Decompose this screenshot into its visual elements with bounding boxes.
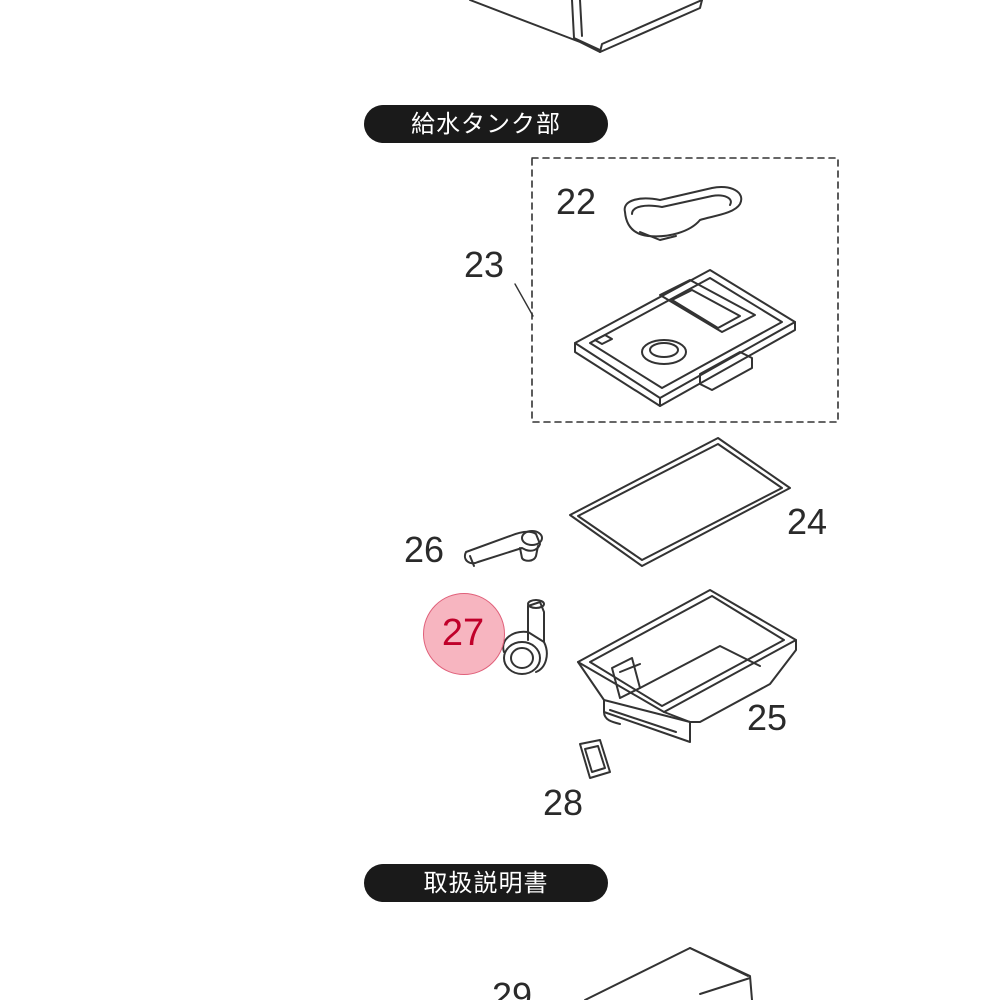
part-number-25[interactable]: 25: [747, 697, 788, 738]
part-number-27[interactable]: 27: [441, 612, 485, 654]
part-23-drawing: [574, 269, 796, 407]
part-number-29[interactable]: 29: [492, 975, 533, 1000]
cabinet-bottom-drawing: [469, 0, 703, 53]
part-24-drawing: [569, 437, 791, 567]
part-28-drawing: [579, 739, 611, 779]
part-number-22[interactable]: 22: [556, 181, 597, 222]
part-25-drawing: [577, 589, 797, 743]
section-label-manual: 取扱説明書: [364, 864, 608, 902]
part-27-drawing: [502, 599, 548, 675]
part-22-drawing: [623, 186, 743, 241]
part-29-drawing: [584, 947, 753, 1000]
part-number-28[interactable]: 28: [543, 782, 584, 823]
part-26-drawing: [464, 530, 543, 567]
part-number-26[interactable]: 26: [404, 529, 445, 570]
part-27-highlight-circle[interactable]: [423, 593, 505, 675]
section-label-water-tank: 給水タンク部: [364, 105, 608, 143]
part-number-23[interactable]: 23: [464, 244, 505, 285]
part-23-leader: [514, 283, 534, 317]
part-number-24[interactable]: 24: [787, 501, 828, 542]
